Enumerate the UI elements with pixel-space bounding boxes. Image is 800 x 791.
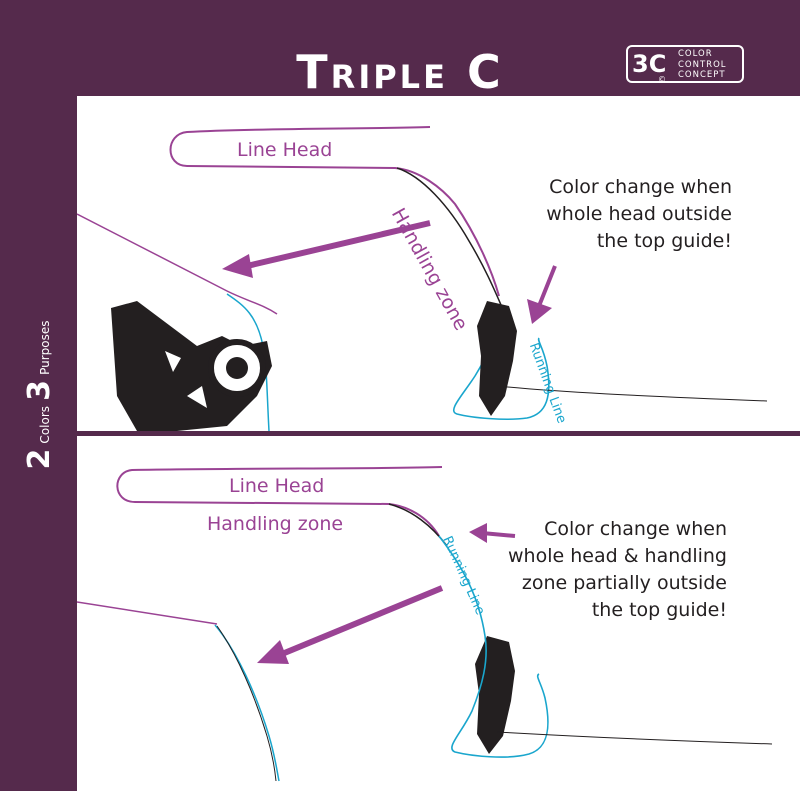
bottom-line-head-label: Line Head [229,475,325,497]
top-panel-illustration [77,126,768,431]
bottom-line-head-loop [116,466,443,537]
top-note-line-3: the top guide! [596,230,732,252]
bottom-arrow-shaft [280,585,444,657]
top-arrow-shaft [246,220,431,269]
purposes-count: 3 [22,380,57,401]
top-pointer-arrow-head [527,299,552,324]
side-banner-text: 2 Colors 3 Purposes [20,295,60,495]
top-hand-silhouette [477,301,517,416]
logo-text: COLOR CONTROL CONCEPT [678,49,744,81]
copyright-mark: © [658,75,666,84]
page-title: Triple C [296,45,504,99]
top-reel-silhouette [111,301,272,431]
bottom-note-line-1: Color change when [544,518,727,540]
color-control-concept-logo: 3C COLOR CONTROL CONCEPT © [626,45,744,84]
top-panel: Line Head Handling zone Running Line Col… [77,96,800,431]
logo-line-2: CONTROL [678,59,727,70]
bottom-note-line-4: the top guide! [591,599,727,621]
top-line-head-loop [169,126,500,297]
top-rod-line [77,213,278,315]
purposes-word: Purposes [38,320,52,375]
colors-count: 2 [22,448,57,470]
top-pointer-arrow-shaft [537,265,557,307]
bottom-panel-illustration [77,466,773,782]
bottom-running-line-left [214,624,280,782]
bottom-pointer-arrow-shaft [481,531,516,538]
logo-mark: 3C [632,50,667,78]
bottom-pointer-arrow-head [469,523,487,543]
top-note-line-2: whole head outside [546,203,732,225]
top-note: Color change when whole head outside the… [477,174,732,255]
top-note-line-1: Color change when [549,176,732,198]
bottom-handling-zone-label: Handling zone [207,513,344,535]
bottom-panel: Line Head Handling zone Running Line Col… [77,436,800,791]
top-handling-zone-line [396,167,506,315]
bottom-arrow-head [257,640,289,664]
bottom-note: Color change when whole head & handling … [457,516,727,624]
bottom-note-line-3: zone partially outside [521,572,727,594]
bottom-trailing-line [496,731,773,745]
top-running-line-curl [452,313,550,420]
bottom-rod-line [77,601,218,625]
logo-line-3: CONCEPT [678,70,726,80]
bottom-rod-dark [216,625,277,782]
bottom-running-line-curl [451,635,549,758]
bottom-note-line-2: whole head & handling [508,545,727,567]
top-arrow-head [222,254,253,278]
logo-line-1: COLOR [678,49,713,59]
bottom-running-line-rise [438,535,486,637]
top-line-head-label: Line Head [237,139,333,161]
colors-word: Colors [38,405,52,444]
bottom-hand-silhouette [475,636,515,754]
top-trailing-line [496,385,768,402]
side-banner: 2 Colors 3 Purposes [10,300,70,490]
